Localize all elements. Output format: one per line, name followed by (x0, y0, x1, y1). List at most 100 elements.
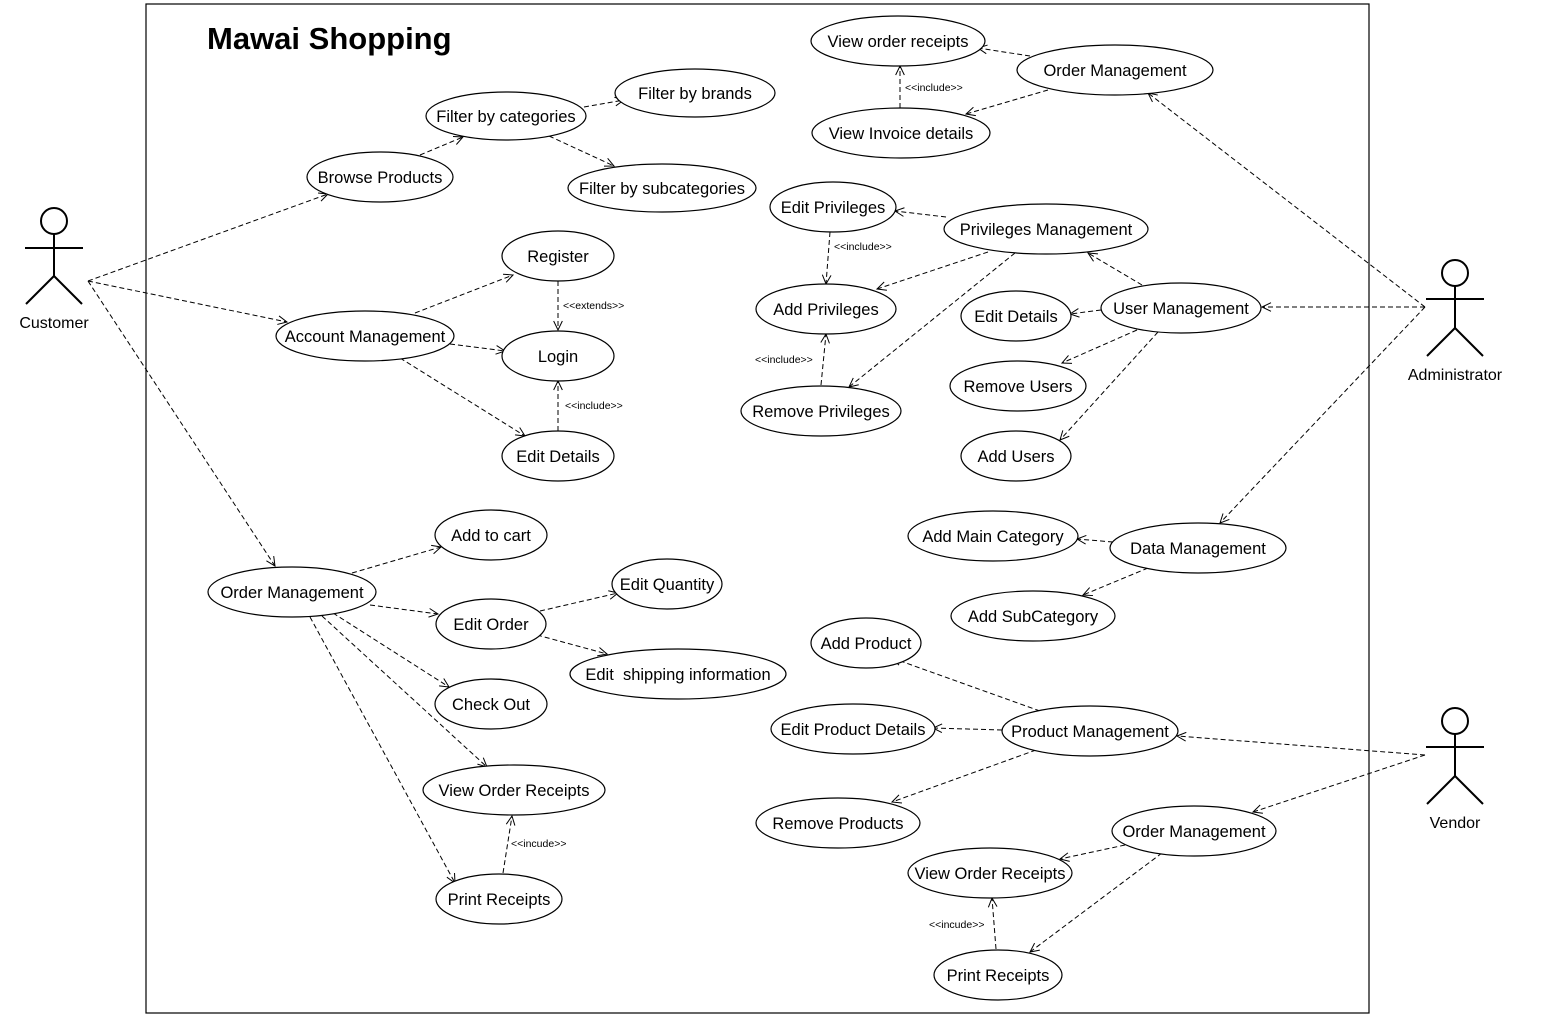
usecase-filter-by-brands[interactable]: Filter by brands (614, 68, 776, 118)
usecase-order-management-customer[interactable]: Order Management (207, 566, 377, 618)
dep-user-remove-users (1061, 329, 1138, 364)
arrowhead (1251, 804, 1263, 814)
dep-vendor-order-view-receipts (1059, 844, 1126, 860)
dep-account-login (449, 343, 506, 352)
dep-order-check-out (332, 612, 450, 688)
actor-administrator[interactable]: Administrator (1408, 259, 1503, 384)
usecase-edit-product-details[interactable]: Edit Product Details (770, 703, 936, 755)
usecase-privileges-management[interactable]: Privileges Management (943, 203, 1149, 255)
usecase-filter-by-subcategories[interactable]: Filter by subcategories (567, 163, 757, 213)
svg-text:Remove Users: Remove Users (963, 378, 1072, 396)
usecase-user-management[interactable]: User Management (1100, 282, 1262, 334)
stereotype-include-invoice: <<include>> (905, 82, 963, 94)
svg-text:Add Main Category: Add Main Category (922, 528, 1064, 546)
dep-customer-order (87, 280, 276, 567)
dep-order-print-receipts (309, 616, 456, 884)
usecase-order-management-admin[interactable]: Order Management (1016, 44, 1214, 96)
actor-customer[interactable]: Customer (19, 207, 89, 332)
usecase-add-product[interactable]: Add Product (810, 617, 922, 669)
usecase-check-out[interactable]: Check Out (434, 678, 548, 730)
svg-text:Product Management: Product Management (1011, 723, 1169, 741)
usecase-filter-by-categories[interactable]: Filter by categories (425, 91, 587, 141)
usecase-product-management[interactable]: Product Management (1001, 705, 1179, 757)
svg-text:Login: Login (538, 348, 578, 366)
svg-text:Edit shipping information: Edit shipping information (585, 666, 770, 684)
dep-vendor-product-management (1176, 735, 1426, 756)
svg-text:Edit Privileges: Edit Privileges (781, 199, 886, 217)
usecase-print-receipts-vendor[interactable]: Print Receipts (933, 949, 1063, 1001)
arrowhead (452, 135, 465, 145)
arrowhead (277, 315, 289, 325)
dep-admin-order-management (1147, 92, 1426, 308)
arrowhead (1260, 302, 1272, 312)
usecase-view-order-receipts-vendor[interactable]: View Order Receipts (907, 847, 1073, 899)
usecase-add-subcategory[interactable]: Add SubCategory (950, 590, 1116, 642)
usecase-remove-users[interactable]: Remove Users (949, 360, 1087, 412)
svg-text:Edit Details: Edit Details (516, 448, 599, 466)
svg-text:Edit Product Details: Edit Product Details (781, 721, 926, 739)
stereotype-include-login: <<include>> (565, 400, 623, 412)
svg-text:Order Management: Order Management (1122, 823, 1265, 841)
usecase-remove-products[interactable]: Remove Products (755, 797, 921, 849)
dep-admin-order-view-receipts (977, 47, 1031, 57)
usecase-order-management-vendor[interactable]: Order Management (1111, 805, 1277, 857)
usecase-edit-shipping-information[interactable]: Edit shipping information (569, 648, 787, 700)
dep-edit-order-shipping (536, 634, 608, 655)
usecase-add-users[interactable]: Add Users (960, 430, 1072, 482)
usecase-edit-quantity[interactable]: Edit Quantity (611, 558, 723, 610)
dep-vendor-print-view-include (991, 897, 997, 950)
usecase-edit-order[interactable]: Edit Order (435, 598, 547, 650)
svg-text:Check Out: Check Out (452, 696, 530, 714)
usecase-account-management[interactable]: Account Management (275, 310, 455, 362)
arrowhead (266, 556, 276, 567)
usecase-browse-products[interactable]: Browse Products (306, 151, 454, 203)
usecase-add-privileges[interactable]: Add Privileges (755, 283, 897, 335)
usecase-add-to-cart[interactable]: Add to cart (434, 509, 548, 561)
arrowhead (1059, 430, 1070, 441)
usecase-edit-privileges[interactable]: Edit Privileges (769, 181, 897, 233)
arrowhead (1058, 852, 1070, 862)
svg-text:Filter by categories: Filter by categories (436, 108, 575, 126)
dep-categories-brands (583, 99, 625, 108)
arrowhead (1081, 587, 1094, 597)
dep-admin-order-invoice (965, 89, 1049, 115)
dependency-lines (87, 47, 1426, 953)
svg-text:Edit Details: Edit Details (974, 308, 1057, 326)
customer-stick-figure (25, 207, 83, 305)
svg-text:Data Management: Data Management (1130, 540, 1266, 558)
usecase-remove-privileges[interactable]: Remove Privileges (740, 385, 902, 437)
usecase-login[interactable]: Login (501, 330, 615, 382)
usecase-view-order-receipts-admin[interactable]: View order receipts (810, 15, 986, 67)
svg-text:Account Management: Account Management (285, 328, 446, 346)
dep-categories-subcategories (548, 135, 615, 167)
arrowhead (1219, 513, 1230, 524)
usecase-view-order-receipts-customer[interactable]: View Order Receipts (422, 764, 606, 816)
dep-user-add-users (1059, 331, 1159, 441)
svg-text:User Management: User Management (1113, 300, 1249, 318)
stereotype-include-vendor-receipts: <<incude>> (929, 919, 984, 931)
svg-text:Order Management: Order Management (220, 584, 363, 602)
system-title: Mawai Shopping (207, 21, 452, 56)
svg-text:Print Receipts: Print Receipts (448, 891, 551, 909)
usecase-register[interactable]: Register (501, 230, 615, 282)
dep-order-edit-order (369, 604, 439, 615)
dep-data-main-category (1076, 538, 1114, 543)
arrowhead (428, 608, 440, 618)
svg-text:Edit Order: Edit Order (453, 616, 529, 634)
actor-vendor[interactable]: Vendor (1426, 707, 1484, 832)
dep-product-add (891, 657, 1041, 712)
system-boundary (145, 3, 1370, 1014)
usecase-edit-details-admin[interactable]: Edit Details (960, 290, 1072, 342)
stereotype-extends-register: <<extends>> (563, 300, 624, 312)
usecase-add-main-category[interactable]: Add Main Category (907, 510, 1079, 562)
usecase-edit-details-customer[interactable]: Edit Details (501, 430, 615, 482)
dep-customer-account (87, 280, 288, 323)
dep-user-edit-details (1069, 309, 1102, 315)
dep-privileges-edit (894, 210, 947, 218)
usecase-view-invoice-details[interactable]: View Invoice details (811, 107, 991, 159)
usecase-data-management[interactable]: Data Management (1109, 522, 1287, 574)
use-cases: Browse Products Filter by categories Fil… (207, 15, 1287, 1001)
dep-account-edit-details (399, 357, 526, 437)
usecase-print-receipts-customer[interactable]: Print Receipts (435, 873, 563, 925)
